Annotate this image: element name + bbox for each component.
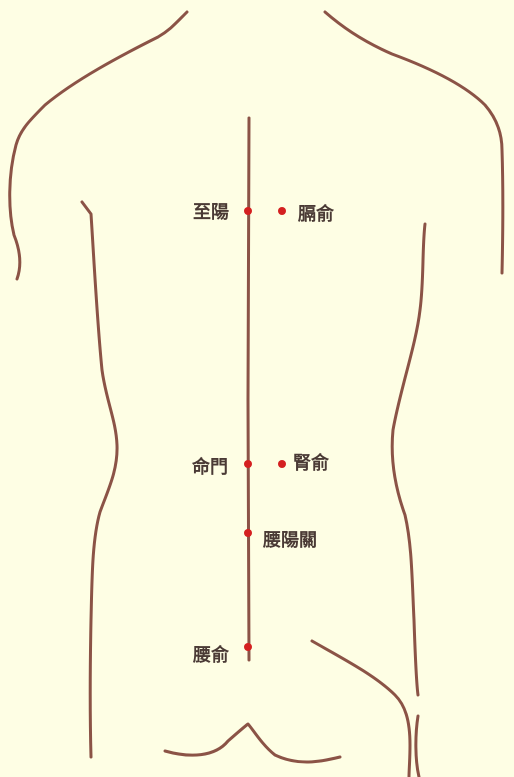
- geshu-label: 膈俞: [298, 204, 334, 225]
- shenshu-label: 腎俞: [293, 453, 329, 474]
- right-thigh-line: [414, 714, 421, 777]
- gluteal-line: [163, 722, 342, 764]
- left-torso-line: [80, 200, 119, 759]
- mingmen-point[interactable]: [244, 460, 252, 468]
- yaoshu-point[interactable]: [244, 643, 252, 651]
- spine-line: [246, 116, 251, 662]
- yaoyangguan-label: 腰陽關: [263, 530, 317, 551]
- right-hip-line: [310, 639, 412, 777]
- zhiyang-point[interactable]: [244, 207, 252, 215]
- zhiyang-label: 至陽: [193, 202, 229, 223]
- mingmen-label: 命門: [192, 457, 228, 478]
- left-shoulder-line: [8, 10, 189, 281]
- yaoyangguan-point[interactable]: [244, 529, 252, 537]
- geshu-point[interactable]: [278, 207, 286, 215]
- right-torso-line: [390, 222, 427, 697]
- yaoshu-label: 腰俞: [193, 645, 229, 666]
- right-shoulder-line: [323, 10, 505, 275]
- shenshu-point[interactable]: [278, 460, 286, 468]
